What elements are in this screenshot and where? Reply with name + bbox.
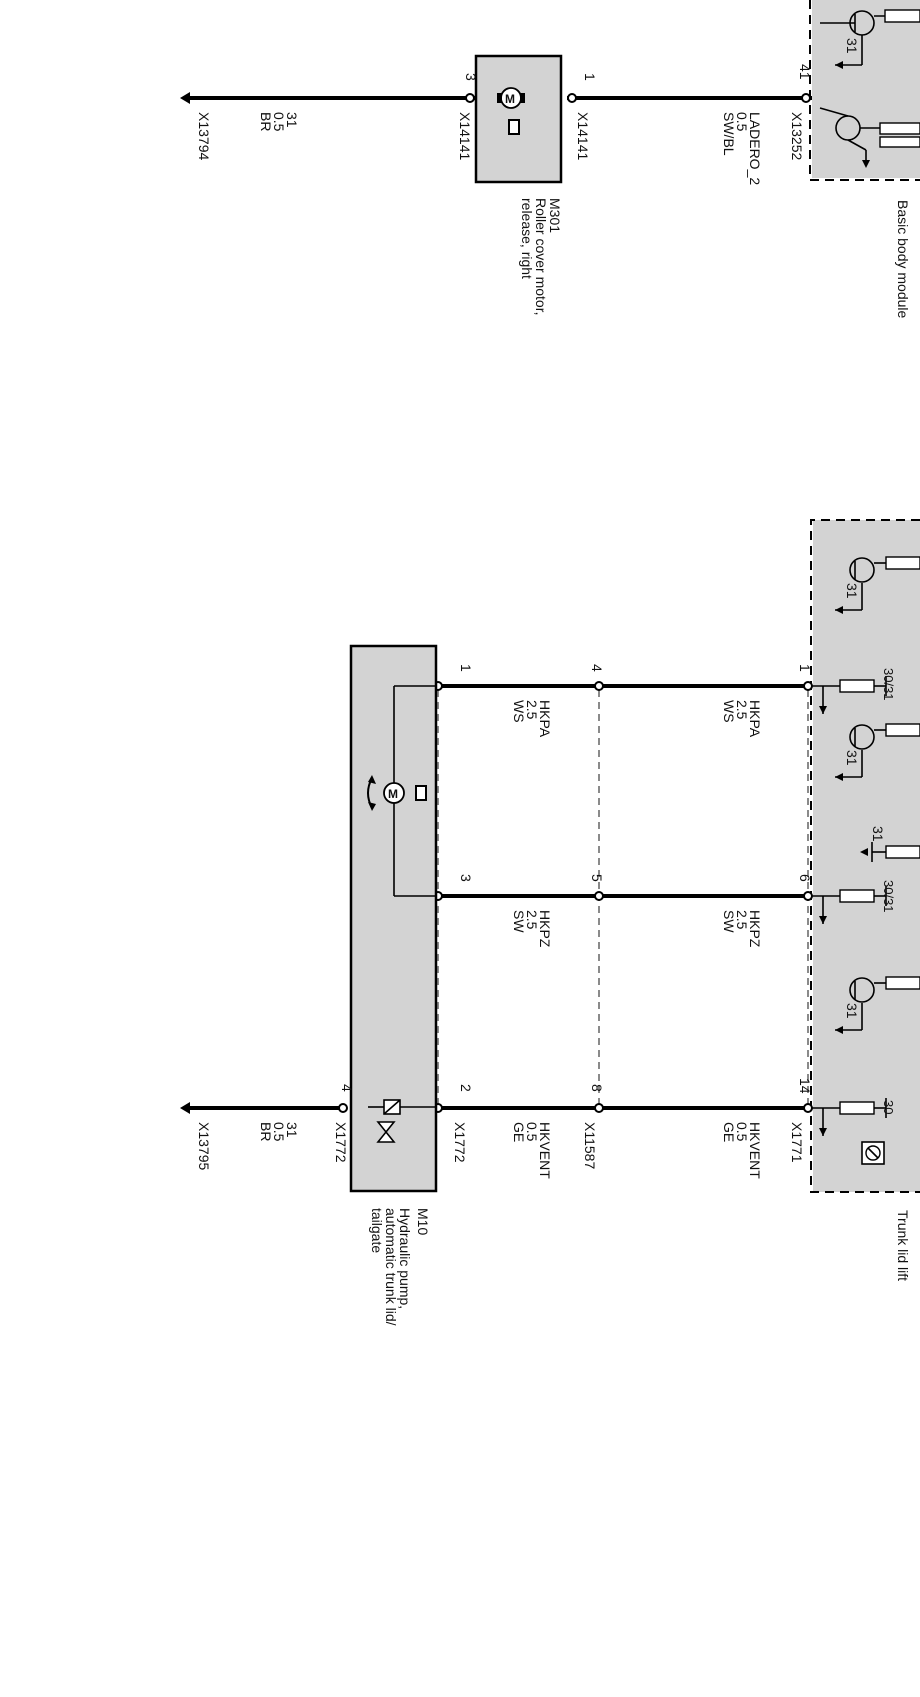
pin-x11587-8: 8	[589, 1084, 605, 1092]
connector-x13794: X13794	[196, 112, 212, 160]
wire-hkvent-a-color: GE	[721, 1122, 737, 1142]
transistor-symbol	[820, 9, 920, 69]
resistor-symbol	[860, 842, 920, 862]
wire-hkpz-b-signal: HKPZ	[537, 910, 553, 948]
pin-m10-1: 1	[458, 664, 474, 672]
pin-x11587-5: 5	[589, 874, 605, 882]
pin-tll-1: 1	[797, 664, 813, 672]
wire-hkvent-a-size: 0.5	[734, 1122, 750, 1142]
wire-hkvent-b-signal: HKVENT	[537, 1122, 553, 1179]
m10-component: M	[349, 644, 438, 1193]
bbm-ground-label: 31	[844, 38, 860, 54]
wire-gnd2-signal: 31	[284, 1122, 300, 1138]
wire-hkpz-a-size: 2.5	[734, 910, 750, 930]
connector-x14141-b: X14141	[457, 112, 473, 160]
connector-x13252: X13252	[789, 112, 805, 160]
wire-hkpz-b-size: 2.5	[524, 910, 540, 930]
wire-hkpa-a-color: WS	[721, 700, 737, 723]
pin-m10-3: 3	[458, 874, 474, 882]
wire-gnd2-size: 0.5	[271, 1122, 287, 1142]
m301-name-line1: Roller cover motor,	[533, 198, 549, 315]
pin-bbm-41: 41	[797, 64, 813, 80]
tll-res-label-6: 30/31	[881, 880, 896, 913]
pin-x11587-4: 4	[589, 664, 605, 672]
wire-hkpa-b-signal: HKPA	[537, 700, 553, 738]
wire-hkpa-b-size: 2.5	[524, 700, 540, 720]
wire-ladero-signal: LADERO_2	[747, 112, 763, 185]
module-symbol-icon	[861, 1141, 885, 1165]
tll-ground-label-b: 31	[844, 750, 860, 766]
wire-gnd2-color: BR	[258, 1122, 274, 1141]
connector-x1771: X1771	[789, 1122, 805, 1163]
trunk-lid-lift-module: 31 30/31 31 31	[810, 519, 920, 1281]
resistor-symbol	[812, 886, 887, 924]
connector-x1772-a: X1772	[452, 1122, 468, 1163]
pin-m10-2: 2	[458, 1084, 474, 1092]
wire-hkpa-a-size: 2.5	[734, 700, 750, 720]
ground-terminal-x13795	[180, 1102, 190, 1114]
wire-hkvent-a-signal: HKVENT	[747, 1122, 763, 1179]
m301-id: M301	[547, 198, 563, 233]
svg-text:M: M	[505, 92, 515, 106]
pin-tll-6: 6	[797, 874, 813, 882]
tll-ground-label-c: 31	[870, 826, 886, 842]
m10-name-line3: tailgate	[369, 1208, 385, 1253]
m301-name-line2: release, right	[519, 198, 535, 279]
wire-hkpa-b-color: WS	[511, 700, 527, 723]
transistor-symbol	[835, 556, 920, 614]
tll-res-label-14: 30	[881, 1100, 896, 1114]
wire-ladero-size: 0.5	[734, 112, 750, 132]
connector-pins	[338, 681, 813, 1113]
tll-ground-label-d: 31	[844, 1003, 860, 1019]
connector-x13795: X13795	[196, 1122, 212, 1170]
wire-hkpz-a-signal: HKPZ	[747, 910, 763, 948]
transistor-symbol	[835, 723, 920, 781]
trunk-lid-lift-title: Trunk lid lift	[895, 1210, 911, 1281]
m10-name-line1: Hydraulic pump,	[397, 1208, 413, 1309]
solenoid-valve-icon	[368, 1099, 436, 1143]
svg-text:M: M	[388, 787, 398, 801]
resistor-symbol	[812, 1098, 887, 1136]
wire-gnd1-color: BR	[258, 112, 274, 131]
tll-ground-label-a: 31	[844, 583, 860, 599]
m10-name-line2: automatic trunk lid/	[383, 1208, 399, 1326]
wire-hkvent-b-color: GE	[511, 1122, 527, 1142]
wire-gnd1-signal: 31	[284, 112, 300, 128]
transistor-symbol	[819, 107, 920, 168]
resistor-symbol	[812, 676, 887, 714]
tll-res-label-1: 30/31	[881, 668, 896, 701]
wire-hkpa-a-signal: HKPA	[747, 700, 763, 738]
m301-component: M	[474, 54, 563, 184]
basic-body-module-title: Basic body module	[895, 200, 911, 319]
m10-id: M10	[415, 1208, 431, 1235]
motor-icon: M	[367, 775, 427, 811]
connector-x14141-a: X14141	[575, 112, 591, 160]
wire-hkpz-b-color: SW	[511, 910, 527, 933]
ground-terminal-x13794	[180, 92, 190, 104]
pin-m10-4: 4	[339, 1084, 355, 1092]
pin-m301-1: 1	[582, 73, 598, 81]
connector-x1772-b: X1772	[333, 1122, 349, 1163]
wire-hkvent-b-size: 0.5	[524, 1122, 540, 1142]
wire-gnd1-size: 0.5	[271, 112, 287, 132]
transistor-symbol	[835, 976, 920, 1034]
wire-ladero-color: SW/BL	[721, 112, 737, 156]
connector-x11587: X11587	[582, 1122, 598, 1169]
pin-tll-14: 14	[797, 1078, 813, 1094]
wire-hkpz-a-color: SW	[721, 910, 737, 933]
basic-body-module: 31 Basic body module	[809, 0, 920, 319]
pin-m301-3: 3	[463, 73, 479, 81]
motor-icon: M	[497, 87, 525, 135]
